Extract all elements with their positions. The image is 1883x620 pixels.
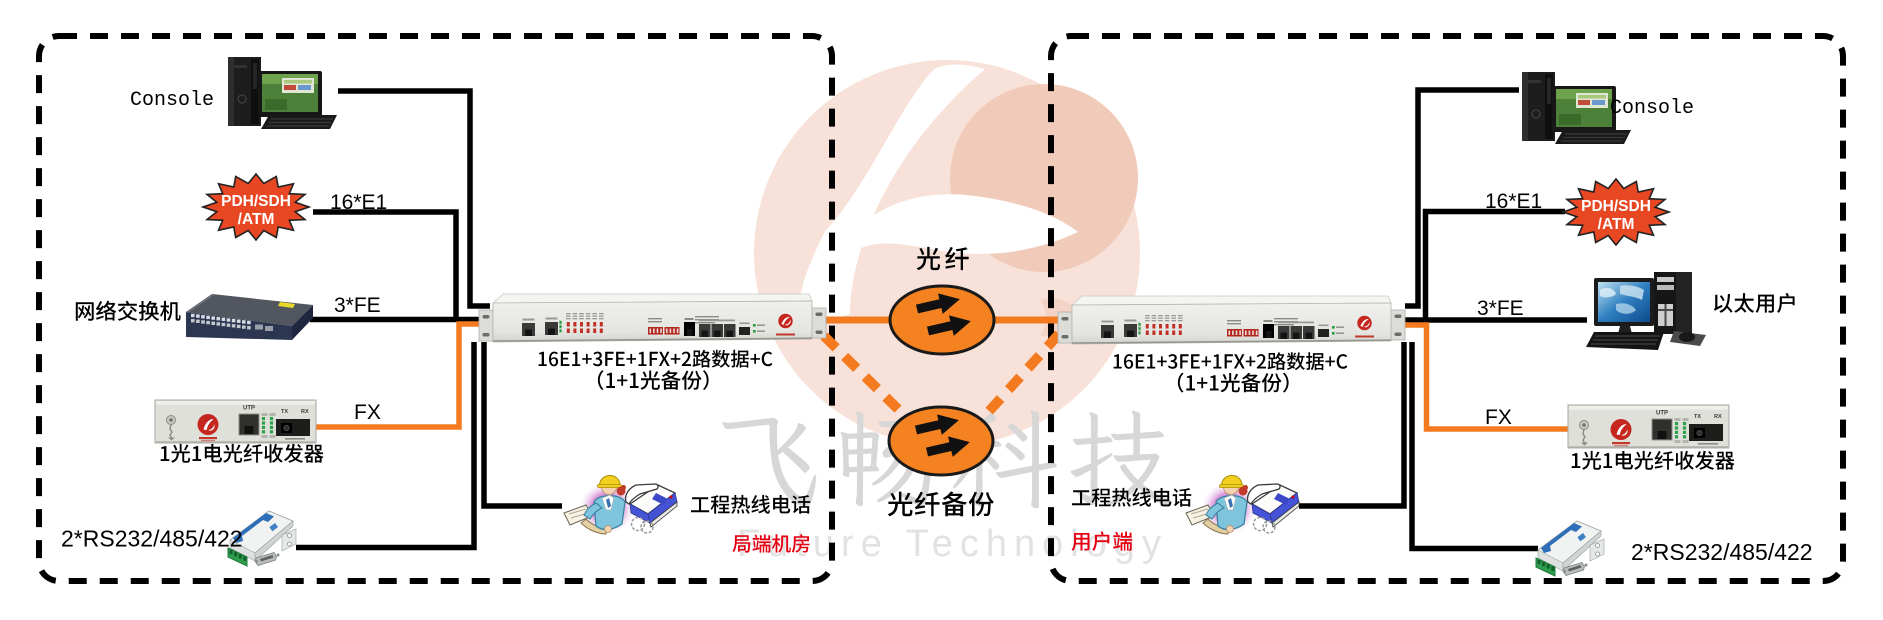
svg-text:2*RS232/485/422: 2*RS232/485/422 (61, 526, 243, 552)
svg-text:3*FE: 3*FE (334, 294, 381, 317)
svg-text:FX: FX (1485, 406, 1512, 429)
svg-text:FX: FX (354, 401, 381, 424)
svg-text:2*RS232/485/422: 2*RS232/485/422 (1631, 539, 1813, 565)
svg-text:3*FE: 3*FE (1477, 297, 1524, 320)
svg-text:16*E1: 16*E1 (1485, 190, 1542, 213)
svg-text:Console: Console (130, 89, 214, 112)
svg-text:Console: Console (1610, 97, 1694, 120)
svg-text:16*E1: 16*E1 (330, 191, 387, 214)
